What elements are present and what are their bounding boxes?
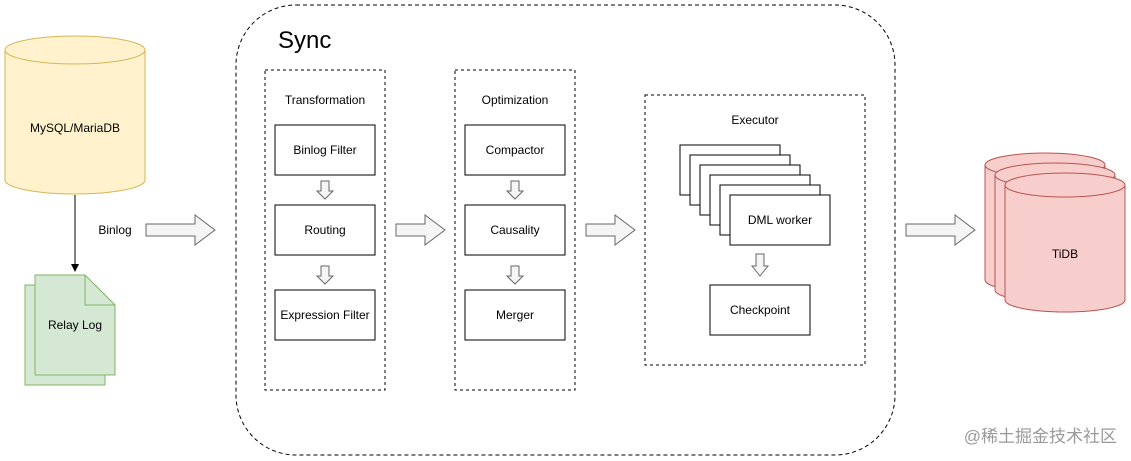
- down-arrow-icon: [750, 253, 770, 277]
- dml-worker-label: DML worker: [748, 213, 812, 227]
- block-arrow-icon: [395, 214, 446, 246]
- dml-worker-box: [729, 194, 831, 246]
- down-arrow-icon: [315, 180, 335, 200]
- checkpoint-label: Checkpoint: [730, 303, 791, 317]
- block-arrow-icon: [585, 214, 636, 246]
- mysql-mariadb-label: MySQL/MariaDB: [30, 121, 120, 135]
- optimization-title: Optimization: [482, 93, 549, 107]
- binlog-label: Binlog: [98, 223, 131, 237]
- transformation-group: Transformation Binlog Filter Routing Exp…: [264, 69, 386, 391]
- executor-title: Executor: [731, 113, 778, 127]
- sync-title: Sync: [278, 27, 331, 54]
- relay-log-label: Relay Log: [48, 318, 102, 332]
- expression-filter-label: Expression Filter: [280, 308, 369, 322]
- binlog-filter-label: Binlog Filter: [293, 143, 356, 157]
- merger-box: [464, 289, 566, 341]
- checkpoint-box: [709, 284, 811, 336]
- causality-box: [464, 204, 566, 256]
- binlog-filter-box: [274, 124, 376, 176]
- compactor-label: Compactor: [486, 143, 545, 157]
- block-arrow-icon: [905, 214, 976, 246]
- relay-log-document: Relay Log: [24, 274, 116, 386]
- dml-worker-stack: DML worker: [679, 144, 831, 246]
- block-arrow-icon: [145, 214, 216, 246]
- mysql-mariadb-database: MySQL/MariaDB: [4, 35, 146, 195]
- merger-label: Merger: [496, 308, 534, 322]
- watermark-text: @稀土掘金技术社区: [964, 427, 1117, 446]
- optimization-group: Optimization Compactor Causality Merger: [454, 69, 576, 391]
- routing-box: [274, 204, 376, 256]
- down-arrow-icon: [505, 180, 525, 200]
- down-arrow-icon: [315, 265, 335, 285]
- tidb-database: TiDB: [984, 152, 1126, 313]
- tidb-label: TiDB: [1052, 247, 1078, 261]
- down-arrow-icon: [505, 265, 525, 285]
- executor-group: Executor DML worker Checkpoint: [644, 94, 866, 366]
- compactor-box: [464, 124, 566, 176]
- routing-label: Routing: [304, 223, 345, 237]
- expression-filter-box: [274, 289, 376, 341]
- transformation-title: Transformation: [285, 93, 365, 107]
- sync-container: Sync: [235, 4, 896, 456]
- causality-label: Causality: [490, 223, 539, 237]
